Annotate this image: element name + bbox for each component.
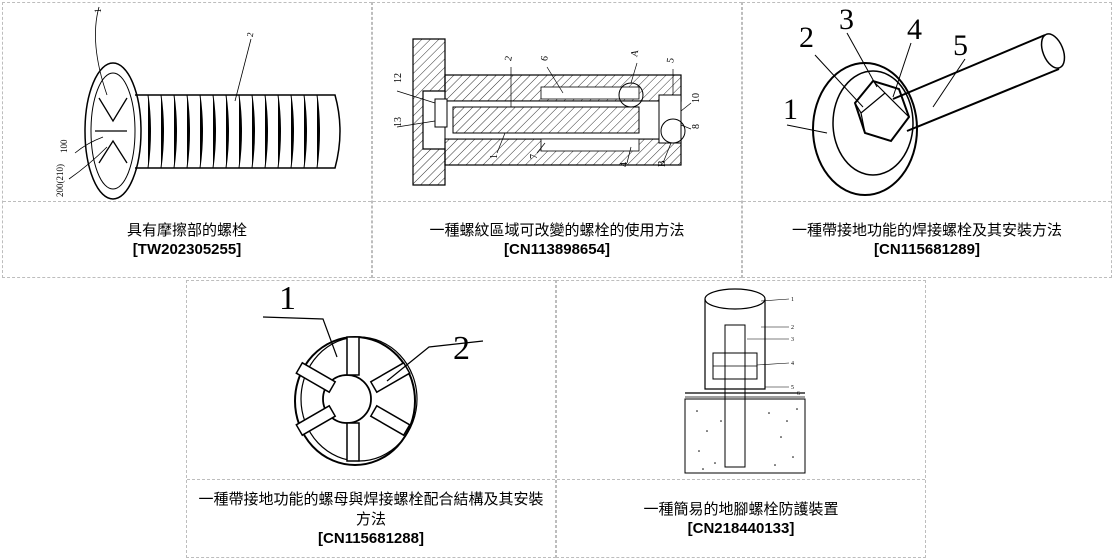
patent-drawing-variable-thread: 12 2 6 A 5 13 10 8 1 7 4 B <box>373 3 741 201</box>
label-2: 2 <box>799 21 814 54</box>
label-2: 2 <box>453 330 470 367</box>
label-1: 1 <box>279 281 296 317</box>
label-12: 12 <box>393 73 404 83</box>
label-4: 4 <box>619 162 630 167</box>
label-7: 7 <box>529 154 540 159</box>
patent-drawing-bolt-friction: 1 2 100 200(210) <box>3 3 371 201</box>
label-1: 1 <box>791 297 794 303</box>
patent-title: 一種簡易的地腳螺栓防護裝置 <box>643 500 839 518</box>
label-1: 1 <box>783 93 798 126</box>
label-3: 3 <box>839 3 854 36</box>
patent-number[interactable]: [CN218440133] <box>687 520 795 537</box>
label-2: 2 <box>503 55 515 62</box>
patent-card-1[interactable]: 1 2 100 200(210) 具有摩擦部的螺栓 [TW202305255] <box>2 2 372 278</box>
patent-card-5[interactable]: 1 2 3 4 5 6 一種簡易的地腳螺栓防護裝置 [CN218440133] <box>556 280 926 558</box>
label-6: 6 <box>539 55 551 62</box>
label-1: 1 <box>93 9 103 14</box>
label-5: 5 <box>953 29 968 62</box>
patent-number[interactable]: [CN115681288] <box>318 530 424 547</box>
label-10: 10 <box>691 93 702 103</box>
patent-card-2[interactable]: 12 2 6 A 5 13 10 8 1 7 4 B 一種螺紋區域可改變的螺栓的… <box>372 2 742 278</box>
label-4: 4 <box>907 13 922 46</box>
patent-title: 一種帶接地功能的焊接螺栓及其安裝方法 <box>791 221 1062 239</box>
patent-title: 具有摩擦部的螺栓 <box>126 221 247 239</box>
patent-number[interactable]: [TW202305255] <box>132 241 242 258</box>
patent-number[interactable]: [CN115681289] <box>874 241 980 258</box>
label-5: 5 <box>791 385 794 391</box>
patent-card-3[interactable]: 2 3 4 5 1 一種帶接地功能的焊接螺栓及其安裝方法 [CN11568128… <box>742 2 1112 278</box>
label-200: 200(210) <box>55 164 65 197</box>
label-A: A <box>629 48 641 58</box>
patent-number[interactable]: [CN113898654] <box>504 241 610 258</box>
label-13: 13 <box>393 117 404 127</box>
label-1: 1 <box>489 154 500 159</box>
label-100: 100 <box>59 139 69 153</box>
patent-card-4[interactable]: 1 2 一種帶接地功能的螺母與焊接螺栓配合結構及其安裝方法 [CN1156812… <box>186 280 556 558</box>
patent-drawing-grounding-nut: 1 2 <box>187 281 555 479</box>
label-5: 5 <box>665 57 677 64</box>
label-3: 3 <box>791 337 794 343</box>
patent-title: 一種帶接地功能的螺母與焊接螺栓配合結構及其安裝方法 <box>198 490 544 528</box>
label-8: 8 <box>691 124 702 129</box>
patent-drawing-grounding-weld-bolt: 2 3 4 5 1 <box>743 3 1111 201</box>
patent-drawing-anchor-bolt-guard: 1 2 3 4 5 6 <box>557 281 925 479</box>
label-2: 2 <box>791 325 794 331</box>
patent-title: 一種螺紋區域可改變的螺栓的使用方法 <box>429 221 685 239</box>
label-B: B <box>657 160 668 167</box>
label-2: 2 <box>245 31 256 37</box>
label-6: 6 <box>797 391 800 397</box>
label-4: 4 <box>791 361 794 367</box>
